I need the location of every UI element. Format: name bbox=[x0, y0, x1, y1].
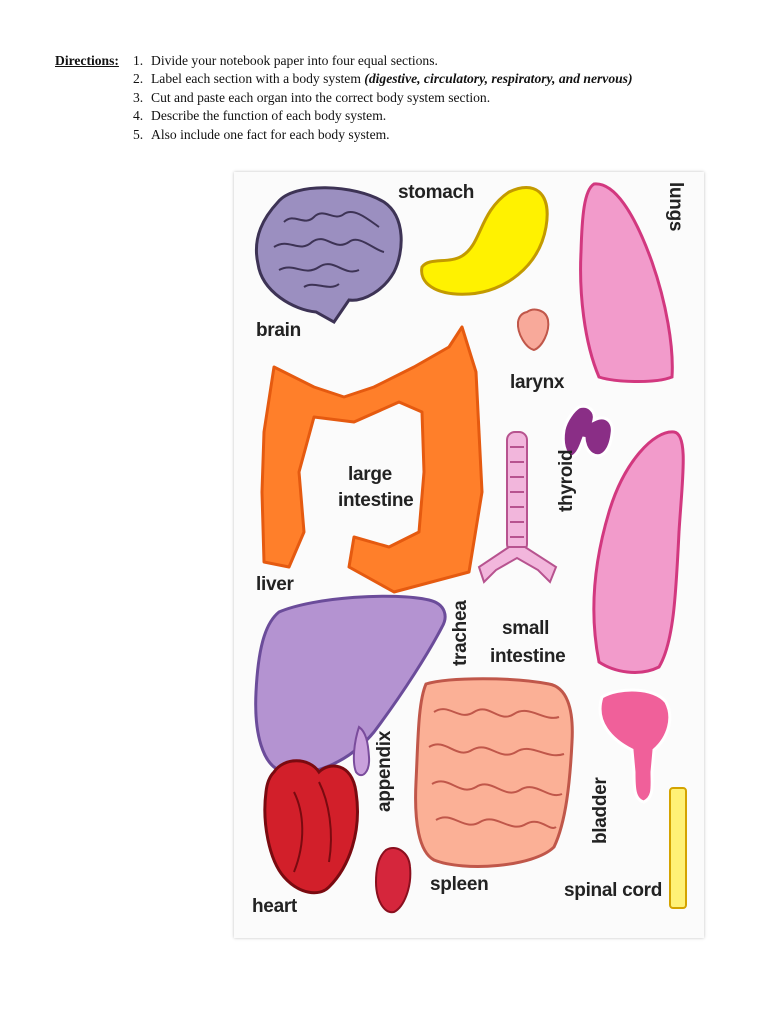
label-bladder: bladder bbox=[590, 777, 611, 844]
small-intestine-illustration bbox=[414, 677, 574, 868]
direction-text: Also include one fact for each body syst… bbox=[151, 126, 390, 142]
label-trachea: trachea bbox=[450, 600, 471, 667]
direction-number: 4. bbox=[133, 108, 144, 124]
label-small-intestine-line1: small bbox=[502, 618, 550, 639]
label-large-intestine-line2: intestine bbox=[338, 490, 414, 511]
label-large-intestine-line1: large bbox=[348, 464, 392, 485]
heart-illustration bbox=[263, 759, 359, 895]
large-intestine-illustration bbox=[260, 325, 484, 594]
organ-sticker-sheet: stomach lungs brain larynx large intesti… bbox=[234, 172, 704, 938]
direction-item-3: 3. Cut and paste each organ into the cor… bbox=[55, 89, 745, 107]
liver-illustration bbox=[254, 594, 447, 775]
direction-number: 1. bbox=[133, 53, 144, 68]
direction-text: Describe the function of each body syste… bbox=[151, 108, 387, 124]
label-spleen: spleen bbox=[430, 874, 489, 895]
spinal-cord-illustration bbox=[669, 787, 687, 909]
direction-item-4: 4. Describe the function of each body sy… bbox=[55, 107, 745, 125]
organ-illustrations bbox=[254, 182, 687, 914]
larynx-illustration bbox=[516, 308, 550, 352]
label-appendix: appendix bbox=[374, 730, 395, 812]
label-liver: liver bbox=[256, 574, 294, 595]
brain-illustration bbox=[254, 186, 403, 324]
direction-number: 5. bbox=[133, 126, 144, 142]
label-spinal-cord: spinal cord bbox=[564, 880, 663, 901]
appendix-illustration bbox=[352, 725, 371, 777]
lung-upper-illustration bbox=[579, 182, 674, 384]
spleen-illustration bbox=[374, 847, 412, 914]
direction-number: 2. bbox=[133, 71, 144, 87]
label-brain: brain bbox=[256, 320, 301, 341]
trachea-illustration bbox=[477, 431, 558, 584]
direction-text: Cut and paste each organ into the correc… bbox=[151, 89, 491, 105]
direction-item-5: 5. Also include one fact for each body s… bbox=[55, 126, 745, 144]
direction-text-emphasis: (digestive, circulatory, respiratory, an… bbox=[364, 71, 633, 87]
label-larynx: larynx bbox=[510, 372, 565, 393]
direction-text: Label each section with a body system (d… bbox=[151, 70, 633, 88]
label-small-intestine-line2: intestine bbox=[490, 646, 566, 667]
bladder-illustration bbox=[598, 688, 672, 804]
direction-text: Divide your notebook paper into four equ… bbox=[151, 53, 438, 68]
direction-number: 3. bbox=[133, 89, 144, 105]
direction-item-2: 2. Label each section with a body system… bbox=[55, 70, 745, 88]
label-thyroid: thyroid bbox=[556, 449, 577, 512]
direction-item-1: Directions: 1. Divide your notebook pape… bbox=[55, 52, 745, 70]
label-heart: heart bbox=[252, 896, 297, 917]
thyroid-illustration bbox=[561, 404, 614, 459]
label-lungs: lungs bbox=[665, 182, 686, 232]
directions-block: Directions: 1. Divide your notebook pape… bbox=[55, 52, 745, 144]
direction-text-plain: Label each section with a body system bbox=[151, 71, 365, 87]
directions-heading: Directions: bbox=[55, 53, 119, 68]
label-stomach: stomach bbox=[398, 182, 475, 203]
lung-lower-illustration bbox=[592, 430, 685, 674]
stomach-illustration bbox=[420, 186, 549, 296]
